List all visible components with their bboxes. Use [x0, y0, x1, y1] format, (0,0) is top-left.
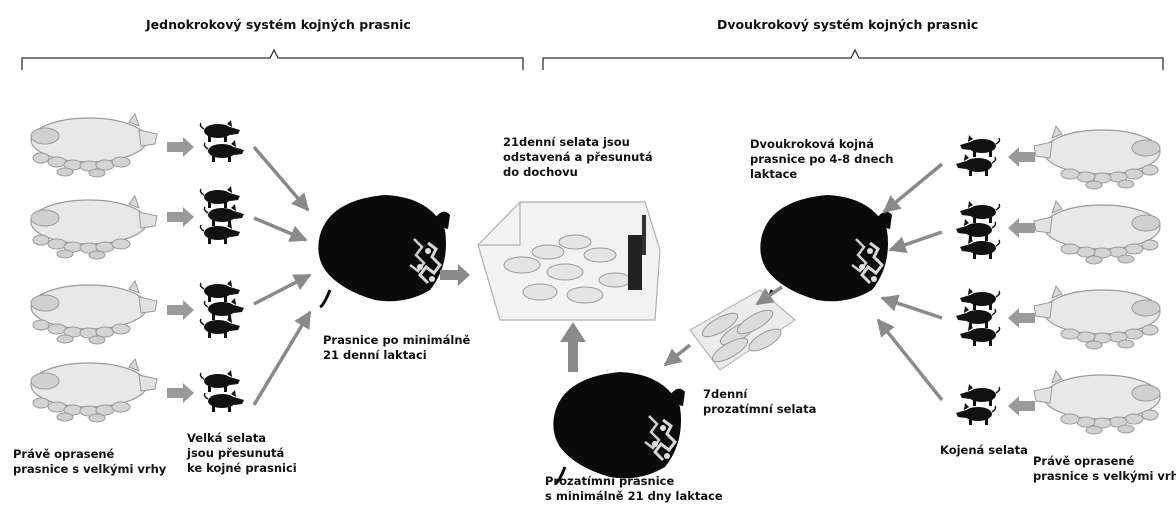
label-sow-21-days: Prasnice po minimálně 21 denní laktaci: [323, 333, 470, 363]
left-converging-arrows: [254, 147, 310, 405]
right-converging-arrows: [878, 164, 942, 400]
left-litter-sow-3: [31, 281, 157, 344]
label-interim-sow: Prozatímní prasnice s minimálně 21 dny l…: [545, 474, 723, 504]
label-fresh-sows-right: Právě oprasené prasnice s velkými vrhy: [1033, 454, 1176, 484]
left-litter-sow-2: [31, 196, 157, 259]
arrow-up-to-nursery: [560, 322, 586, 372]
label-two-step-sow: Dvoukroková kojná prasnice po 4-8 dnech …: [750, 137, 893, 182]
label-large-piglets: Velká selata jsou přesunutá ke kojné pra…: [187, 431, 297, 476]
right-piglets-group-3: [956, 288, 1000, 346]
two-step-system-title: Dvoukrokový systém kojných prasnic: [717, 17, 978, 32]
label-nursed-piglets: Kojená selata: [940, 443, 1028, 458]
two-step-bracket: [543, 50, 1163, 70]
left-litter-sow-4: [31, 359, 157, 422]
one-step-system-title: Jednokrokový systém kojných prasnic: [146, 17, 411, 32]
left-piglets-group-3: [200, 280, 244, 338]
right-litter-sow-4: [1034, 371, 1160, 434]
interim-nurse-sow: [553, 372, 685, 484]
nurse-sow-21-days: [318, 195, 450, 307]
label-fresh-sows-left: Právě oprasené prasnice s velkými vrhy: [13, 447, 166, 477]
right-litter-sow-1: [1034, 126, 1160, 189]
arrow-to-nursery: [440, 264, 470, 286]
seven-day-piglets-illustration: [690, 290, 795, 370]
right-piglets-group-1: [956, 135, 1000, 176]
left-piglets-group-1: [200, 120, 244, 162]
left-litter-sow-1: [31, 114, 157, 177]
left-piglets-group-4: [200, 370, 244, 412]
left-short-arrows: [167, 137, 194, 403]
left-piglets-group-2: [200, 186, 244, 244]
right-piglets-group-2: [956, 201, 1000, 259]
label-seven-day-piglets: 7denní prozatímní selata: [703, 387, 816, 417]
right-short-arrows: [1008, 147, 1035, 416]
right-litter-sow-3: [1034, 286, 1160, 349]
label-weaned-piglets: 21denní selata jsou odstavená a přesunut…: [503, 135, 653, 180]
one-step-bracket: [22, 50, 523, 70]
right-litter-sow-2: [1034, 201, 1160, 264]
nursery-pen-illustration: [478, 202, 660, 320]
right-piglets-group-4: [956, 384, 1000, 425]
